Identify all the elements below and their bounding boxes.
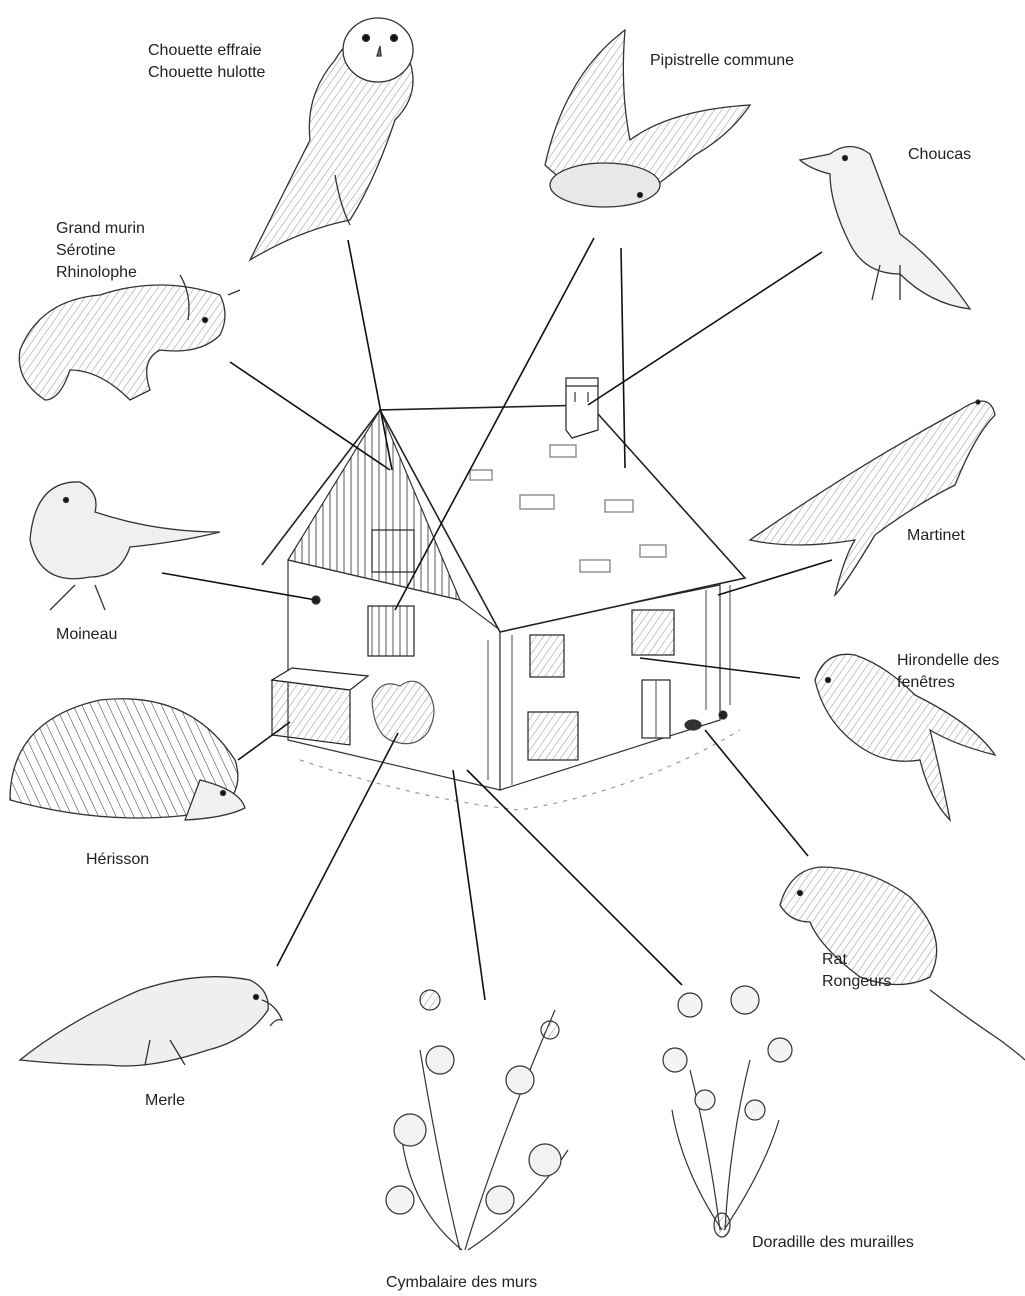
herisson-connector: [238, 722, 290, 760]
martinet-label: Martinet: [907, 525, 965, 547]
owl-label-line-1: Chouette effraie: [148, 40, 265, 62]
bat-label-line-3: Rhinolophe: [56, 262, 145, 284]
rat-drawing: [780, 867, 1025, 1060]
barn-owl-drawing: [250, 18, 413, 260]
herisson-label: Hérisson: [86, 849, 149, 871]
house-drawing: [262, 378, 745, 810]
pipistrelle-label: Pipistrelle commune: [650, 50, 794, 72]
hirondelle-label-line-1: Hirondelle des: [897, 650, 999, 672]
cymbalaire-connector: [453, 770, 485, 1000]
choucas-label: Choucas: [908, 144, 971, 166]
hirondelle-label-line-2: fenêtres: [897, 672, 999, 694]
hirondelle-label: Hirondelle des fenêtres: [897, 650, 999, 694]
hedgehog-drawing: [10, 699, 245, 820]
moineau-label: Moineau: [56, 624, 117, 646]
doradille-connector: [467, 770, 682, 985]
bats-label: Grand murin Sérotine Rhinolophe: [56, 218, 145, 284]
greater-mouse-eared-bat-drawing: [19, 275, 240, 400]
merle-connector: [277, 733, 398, 966]
rat-connector: [705, 730, 808, 856]
blackbird-drawing: [20, 977, 282, 1066]
doradille-label: Doradille des murailles: [752, 1232, 914, 1254]
ivy-leaved-toadflax-drawing: [386, 990, 568, 1250]
sparrow-drawing: [30, 482, 220, 610]
cymbalaire-label: Cymbalaire des murs: [386, 1272, 537, 1294]
merle-label: Merle: [145, 1090, 185, 1112]
bat-connector: [230, 362, 390, 470]
jackdaw-drawing: [800, 147, 970, 310]
owls-label: Chouette effraie Chouette hulotte: [148, 40, 265, 84]
bat-label-line-1: Grand murin: [56, 218, 145, 240]
pipistrelle-connector-2: [621, 248, 625, 468]
swift-drawing: [750, 400, 995, 595]
bat-label-line-2: Sérotine: [56, 240, 145, 262]
rat-label-line-2: Rongeurs: [822, 971, 891, 993]
rats-label: Rat Rongeurs: [822, 949, 891, 993]
wall-rue-fern-drawing: [663, 986, 792, 1237]
rat-label-line-1: Rat: [822, 949, 891, 971]
owl-label-line-2: Chouette hulotte: [148, 62, 265, 84]
